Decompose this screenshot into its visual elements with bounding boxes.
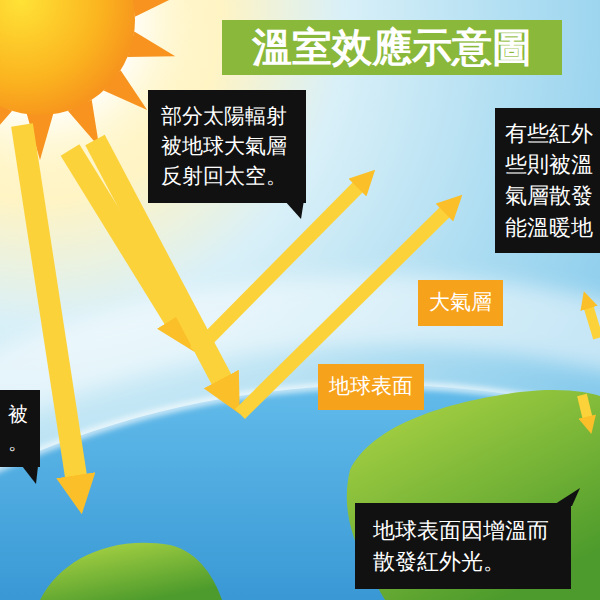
callout-box: 部分太陽輻射 被地球大氣層 反射回太空。	[148, 90, 306, 203]
callout-box: 地球表面因增溫而 散發紅外光。	[355, 503, 571, 589]
earth-rim	[0, 385, 600, 600]
callout-text: 地球表面	[329, 372, 413, 402]
callout-text: 大氣層	[429, 288, 492, 318]
callout-text: 地球表面因增溫而 散發紅外光。	[373, 515, 553, 577]
sun	[0, 0, 135, 115]
region-label: 大氣層	[418, 280, 503, 326]
title-banner: 溫室效應示意圖	[222, 20, 562, 75]
callout-text: 有些紅外 些則被溫 氣層散發 能溫暖地	[505, 118, 595, 243]
callout-box: 有些紅外 些則被溫 氣層散發 能溫暖地	[495, 108, 600, 253]
region-label: 地球表面	[318, 364, 424, 410]
land	[347, 390, 600, 600]
earth	[0, 385, 600, 600]
callout-text: 被 。	[8, 400, 30, 457]
land	[40, 543, 222, 600]
callout-text: 部分太陽輻射 被地球大氣層 反射回太空。	[161, 102, 293, 191]
callout-box: 被 。	[0, 390, 40, 467]
